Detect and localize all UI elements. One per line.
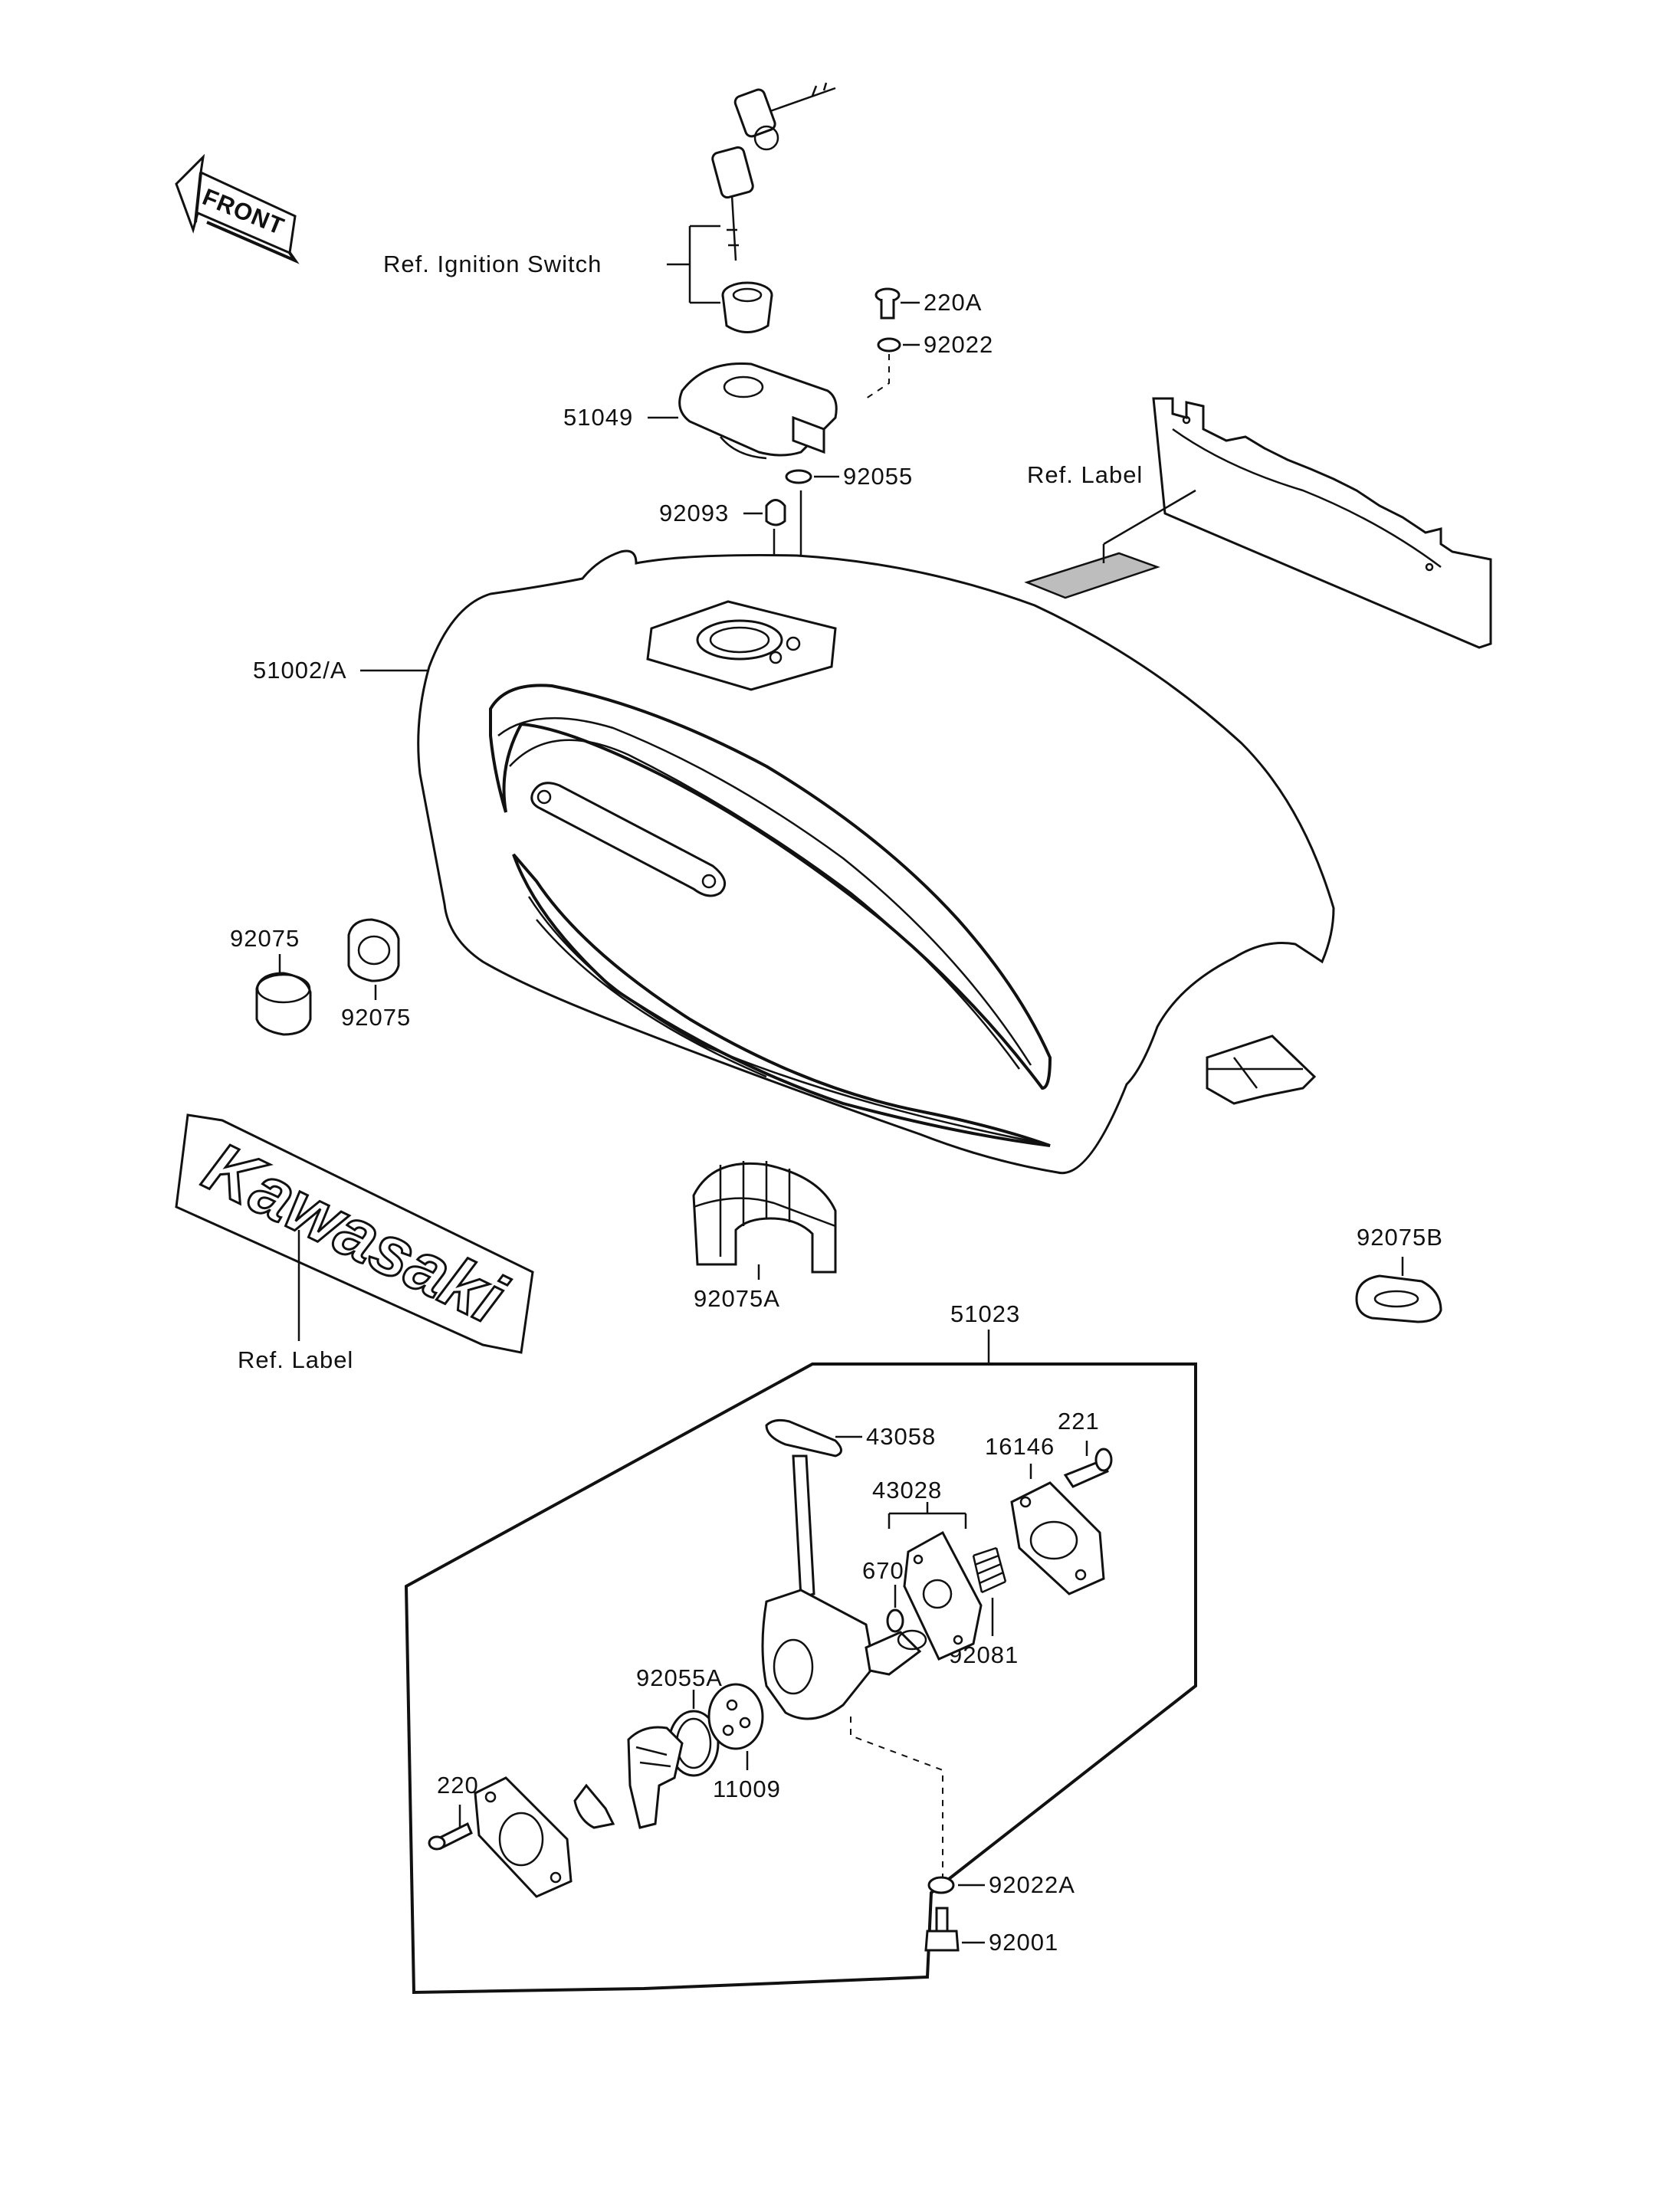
label-221: 221 xyxy=(1058,1408,1100,1435)
keys-icon xyxy=(711,82,836,261)
label-92093: 92093 xyxy=(659,500,729,526)
label-92075B: 92075B xyxy=(1357,1224,1443,1251)
fuel-cap-51049-icon xyxy=(678,362,838,460)
bolt-92001-icon xyxy=(924,1907,960,1952)
fuel-tank-51002A-icon xyxy=(417,549,1335,1175)
screw-221-icon xyxy=(1063,1448,1113,1488)
gasket-bracket-icon xyxy=(573,1783,615,1829)
grommet-92093-icon xyxy=(765,499,786,526)
label-51023: 51023 xyxy=(950,1300,1020,1327)
gasket-43058-icon xyxy=(765,1418,842,1458)
label-92055: 92055 xyxy=(843,463,913,490)
cover-plate-icon xyxy=(474,1776,573,1898)
label-92055A: 92055A xyxy=(636,1664,723,1691)
spring-92081-icon xyxy=(972,1546,1007,1594)
tank-rubber-92075A-icon xyxy=(692,1161,837,1274)
washer-92022A-icon xyxy=(927,1876,955,1894)
gasket-11009-icon xyxy=(707,1683,764,1750)
screw-220A-icon xyxy=(874,287,901,320)
decal-label-patch-icon xyxy=(1024,552,1160,599)
label-92075A: 92075A xyxy=(694,1285,780,1312)
label-92075-right: 92075 xyxy=(341,1004,411,1031)
washer-92022-icon xyxy=(877,337,901,353)
kawasaki-emblem-icon: Kawasaki xyxy=(175,1113,534,1354)
label-51049: 51049 xyxy=(563,404,633,431)
cover-16146-icon xyxy=(1010,1481,1105,1595)
gasket-92055-icon xyxy=(785,469,812,484)
fuel-cock-assembly-51023-outline xyxy=(404,1362,1197,1995)
label-220A: 220A xyxy=(924,289,982,316)
label-670: 670 xyxy=(862,1557,904,1584)
label-92075-left: 92075 xyxy=(230,925,300,952)
ignition-switch-cylinder-icon xyxy=(721,281,773,333)
label-220: 220 xyxy=(437,1772,479,1799)
fuel-cock-body-icon xyxy=(761,1454,927,1720)
lever-icon xyxy=(627,1726,684,1829)
damper-92075-right-icon xyxy=(347,918,400,982)
label-16146: 16146 xyxy=(985,1433,1055,1460)
label-92022A: 92022A xyxy=(989,1871,1075,1898)
tank-strip-label-icon xyxy=(1152,397,1492,649)
o-ring-670-icon xyxy=(886,1608,904,1633)
label-43028: 43028 xyxy=(872,1477,942,1503)
label-ref-label-top: Ref. Label xyxy=(1027,461,1143,488)
label-ref-label-emblem: Ref. Label xyxy=(238,1346,353,1373)
label-92001: 92001 xyxy=(989,1929,1058,1956)
label-ref-ignition-switch: Ref. Ignition Switch xyxy=(383,251,602,277)
label-11009: 11009 xyxy=(713,1776,781,1802)
label-92022: 92022 xyxy=(924,331,993,358)
front-arrow-icon: FRONT xyxy=(175,153,300,264)
label-43058: 43058 xyxy=(866,1423,936,1450)
screw-220-icon xyxy=(428,1822,473,1851)
damper-92075-left-icon xyxy=(255,972,312,1036)
pad-92075B-icon xyxy=(1355,1274,1442,1323)
label-51002A: 51002/A xyxy=(253,657,347,684)
diaphragm-43028-icon xyxy=(903,1530,983,1661)
